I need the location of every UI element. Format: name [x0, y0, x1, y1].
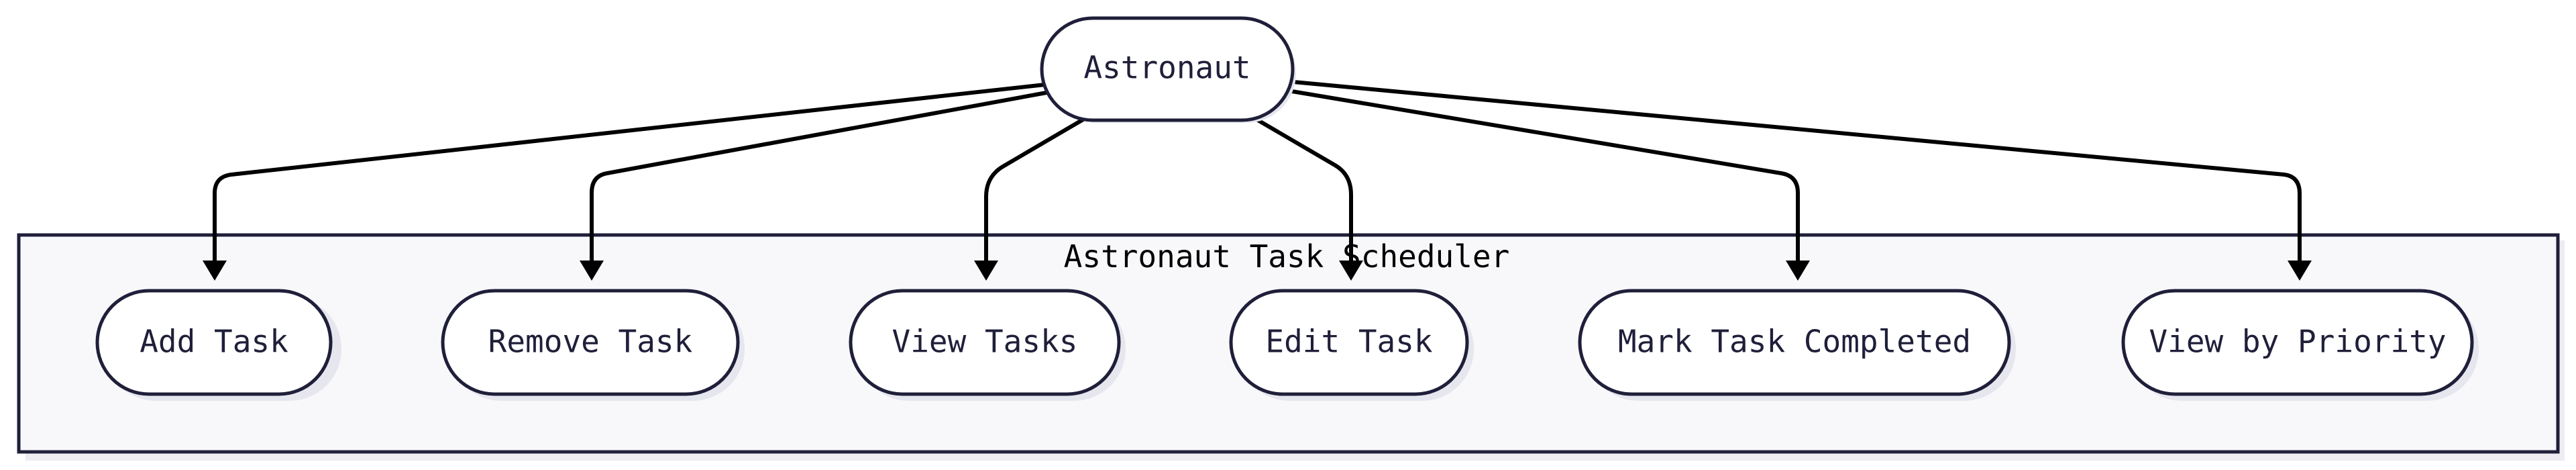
use-case-edit-task-shape: [1229, 289, 1469, 396]
use-case-mark-task-completed-shape: [1578, 289, 2011, 396]
edge-actor-add-task: [213, 83, 1046, 262]
arrowhead-edit-task: [1339, 261, 1363, 281]
actor-node[interactable]: Astronaut: [1040, 16, 1296, 123]
actor-node-shape: [1040, 16, 1295, 122]
use-case-view-tasks-shape: [849, 289, 1121, 396]
edge-actor-view-by-priority: [1293, 80, 2302, 262]
edges-layer: [203, 80, 2312, 281]
use-case-remove-task-label: Remove Task: [488, 324, 693, 360]
use-case-remove-task-shape: [441, 289, 740, 396]
arrowhead-add-task: [203, 261, 227, 281]
arrowhead-mark-task-completed: [1786, 261, 1810, 281]
use-case-remove-task[interactable]: Remove Task: [441, 289, 745, 401]
edge-actor-mark-task-completed: [1291, 89, 1800, 262]
edge-actor-edit-task: [1253, 116, 1353, 262]
use-case-view-by-priority-shape: [2121, 289, 2474, 396]
actor-label: Astronaut: [1083, 50, 1250, 86]
use-case-mark-task-completed[interactable]: Mark Task Completed: [1578, 289, 2016, 401]
use-case-add-task-label: Add Task: [140, 324, 288, 360]
use-case-edit-task[interactable]: Edit Task: [1229, 289, 1474, 401]
edge-actor-view-tasks: [984, 116, 1087, 262]
system-title: Astronaut Task Scheduler: [1064, 238, 1510, 275]
arrowhead-view-tasks: [974, 261, 998, 281]
use-case-edit-task-label: Edit Task: [1265, 324, 1432, 360]
use-case-view-tasks[interactable]: View Tasks: [849, 289, 1126, 401]
use-case-add-task[interactable]: Add Task: [95, 289, 341, 401]
arrowhead-remove-task: [580, 261, 604, 281]
edge-actor-remove-task: [590, 91, 1047, 262]
use-case-mark-task-completed-label: Mark Task Completed: [1618, 324, 1971, 360]
use-case-add-task-shape: [95, 289, 333, 396]
arrowhead-view-by-priority: [2288, 261, 2312, 281]
use-case-view-by-priority[interactable]: View by Priority: [2121, 289, 2479, 401]
use-case-view-by-priority-label: View by Priority: [2149, 324, 2446, 360]
use-case-view-tasks-label: View Tasks: [892, 324, 1078, 360]
